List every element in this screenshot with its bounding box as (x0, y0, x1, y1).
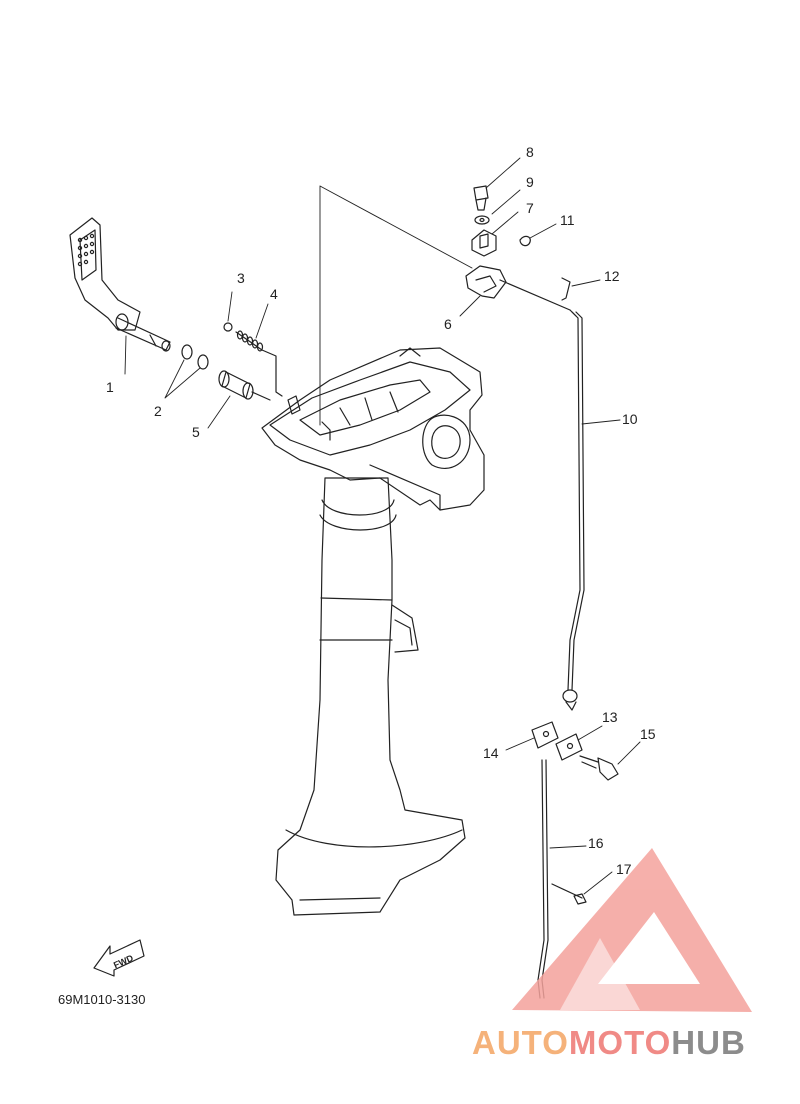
callout-labels: 1 2 3 4 5 6 7 8 9 10 11 12 13 14 15 16 1… (106, 144, 656, 877)
bushing (218, 370, 271, 401)
rod-connector (531, 721, 619, 781)
callout-7: 7 (526, 200, 534, 216)
callout-12: 12 (604, 268, 620, 284)
callout-11: 11 (560, 212, 575, 228)
callout-13: 13 (602, 709, 618, 725)
callout-6: 6 (444, 316, 452, 332)
callout-8: 8 (526, 144, 534, 160)
fwd-arrow-icon (93, 939, 145, 977)
callout-2: 2 (154, 403, 162, 419)
ball (223, 322, 233, 332)
upper-casing-plate (261, 347, 485, 511)
watermark-auto: AUTO (472, 1024, 569, 1061)
spring (235, 330, 283, 397)
shift-bracket-hardware (465, 185, 577, 317)
callout-4: 4 (270, 286, 278, 302)
watermark-hub: HUB (671, 1024, 746, 1061)
shift-lever (69, 217, 171, 352)
callout-leaders (124, 157, 641, 895)
callout-16: 16 (588, 835, 604, 851)
callout-5: 5 (192, 424, 200, 440)
leader-line-plate (319, 185, 473, 426)
o-rings (181, 344, 209, 370)
watermark-text: AUTOMOTOHUB (472, 1024, 746, 1062)
watermark-logo (512, 848, 752, 1012)
callout-10: 10 (622, 411, 638, 427)
callout-3: 3 (237, 270, 245, 286)
callout-9: 9 (526, 174, 534, 190)
watermark-moto: MOTO (568, 1024, 672, 1061)
callout-14: 14 (483, 745, 499, 761)
diagram-code: 69M1010-3130 (58, 992, 146, 1007)
shift-rod-upper (562, 311, 585, 711)
callout-15: 15 (640, 726, 656, 742)
callout-1: 1 (106, 379, 114, 395)
callout-17: 17 (616, 861, 632, 877)
lower-casing (275, 477, 466, 916)
